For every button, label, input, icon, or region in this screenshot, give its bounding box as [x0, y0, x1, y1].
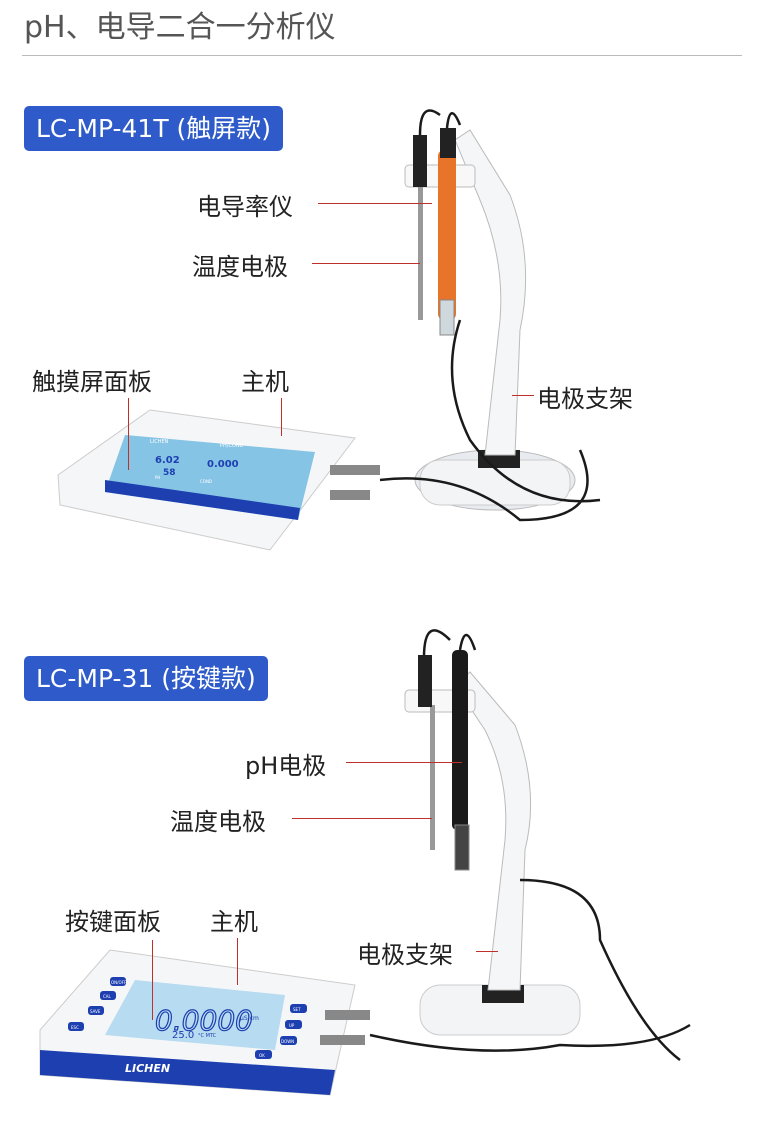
callout-line: [128, 398, 129, 470]
left-keys: ON/OFF CAL SAVE ESC: [68, 977, 127, 1031]
key-ok[interactable]: OK: [259, 1053, 265, 1058]
screen-btn-cond: COND: [200, 479, 212, 484]
title-divider: [22, 55, 742, 56]
temperature-probe-2: [418, 655, 435, 850]
conductivity-probe: [438, 128, 456, 336]
lcd-temp: 25.0: [172, 1030, 194, 1041]
screen-mode: PH/COND: [220, 443, 244, 449]
screen-btn-ph: PH: [155, 475, 160, 480]
key-set[interactable]: SET: [293, 1007, 301, 1012]
touchscreen-host: [57, 409, 380, 551]
host-brand-logo: LICHEN: [125, 1062, 170, 1075]
callout-stand-1: 电极支架: [537, 385, 633, 413]
callout-keypad-panel: 按键面板: [65, 908, 161, 936]
key-up[interactable]: UP: [289, 1023, 295, 1028]
screen-brand: LICHEN: [150, 439, 169, 445]
ph-probe: [452, 650, 470, 871]
callout-line: [281, 398, 282, 436]
right-keys: SET UP DOWN OK: [255, 1004, 307, 1059]
lcd-temp-unit: °C MTC: [198, 1033, 217, 1039]
model-badge-41t: LC-MP-41T (触屏款): [24, 106, 284, 151]
callout-line: [476, 951, 498, 952]
key-on-off[interactable]: ON/OFF: [111, 980, 127, 985]
screen-cond-value: 0.000: [207, 459, 239, 470]
callout-ph-probe: pH电极: [245, 752, 327, 780]
callout-line: [312, 263, 420, 264]
model-badge-31: LC-MP-31 (按键款): [24, 656, 268, 701]
callout-line: [152, 940, 153, 1020]
callout-line: [512, 395, 534, 396]
callout-line: [318, 203, 432, 204]
key-cal[interactable]: CAL: [103, 994, 112, 999]
callout-line: [237, 938, 238, 985]
key-esc[interactable]: ESC: [71, 1025, 79, 1030]
callout-temp-probe-2: 温度电极: [170, 808, 266, 836]
screen-mv-value: 58: [163, 468, 176, 478]
key-save[interactable]: SAVE: [90, 1009, 101, 1014]
callout-temp-probe-1: 温度电极: [192, 253, 288, 281]
callout-host-1: 主机: [241, 368, 289, 396]
page-title: pH、电导二合一分析仪: [24, 10, 336, 45]
callout-touch-panel: 触摸屏面板: [32, 368, 152, 396]
lcd-reading: 0.0000: [155, 1004, 253, 1037]
callout-line: [346, 762, 462, 763]
electrode-stand-1: [404, 129, 576, 511]
lcd-unit: μS/cm: [240, 1015, 259, 1022]
temperature-probe-1: [413, 135, 427, 320]
keypad-host: [39, 949, 370, 1096]
callout-stand-2: 电极支架: [357, 941, 453, 969]
callout-host-2: 主机: [210, 908, 258, 936]
callout-conductivity-probe: 电导率仪: [197, 193, 293, 221]
screen-ph-value: 6.02: [155, 455, 180, 466]
key-down[interactable]: DOWN: [281, 1039, 294, 1044]
callout-line: [292, 818, 432, 819]
